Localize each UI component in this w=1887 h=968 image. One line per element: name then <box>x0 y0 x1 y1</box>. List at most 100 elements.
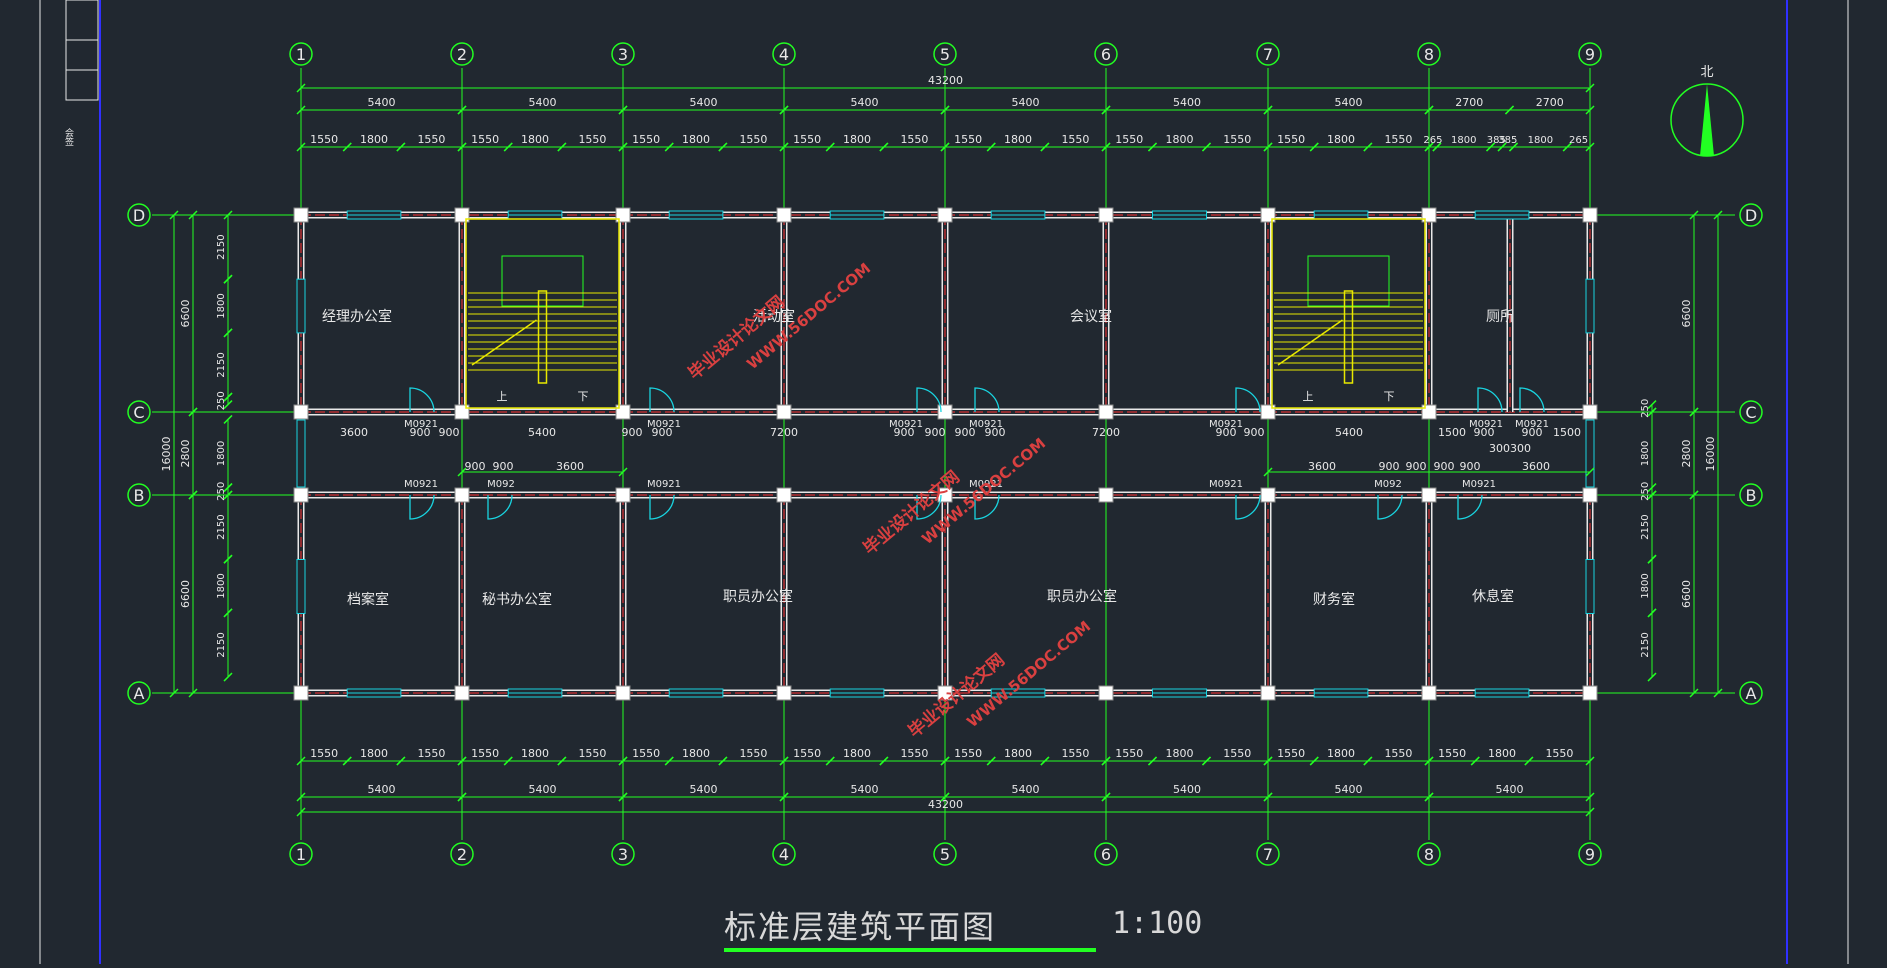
structural-column <box>937 207 953 223</box>
door-swing <box>487 494 513 520</box>
structural-column <box>1098 487 1114 503</box>
dim-bottom-opening-tick <box>396 756 406 766</box>
dim-top-opening-tick <box>940 142 950 152</box>
dim-bottom-opening-text: 1550 <box>417 747 445 760</box>
room-label: 休息室 <box>1472 588 1514 605</box>
dim-top-opening-text: 1550 <box>1277 133 1305 146</box>
dim-right-seg-text: 1800 <box>1640 441 1651 466</box>
dim-top-bay-text: 2700 <box>1455 96 1483 109</box>
dim-bottom-opening-tick <box>718 756 728 766</box>
dim-overall-bottom-tick <box>296 807 306 817</box>
grid-bubble-col <box>1094 842 1118 866</box>
dim-bottom-opening-text: 1550 <box>1277 747 1305 760</box>
door-tag: M0921 <box>969 479 1003 490</box>
titleblock-box <box>65 0 99 101</box>
dim-overall-top-text: 43200 <box>928 74 963 87</box>
dim-top-opening-tick <box>718 142 728 152</box>
corridor-dim: 900 <box>955 426 976 439</box>
dim-bottom-opening-text: 1800 <box>1488 747 1516 760</box>
dim-top-opening-text: 1550 <box>954 133 982 146</box>
dim-bottom-bay-tick <box>1585 792 1595 802</box>
door-swing <box>1235 494 1261 520</box>
grid-bubble-row <box>127 681 151 705</box>
dim-top-opening-tick <box>1263 142 1273 152</box>
dim-top-bay-tick <box>1101 105 1111 115</box>
north-label: 北 <box>1700 65 1713 80</box>
dim-top-bay-tick <box>940 105 950 115</box>
dim-left-row-text: 6600 <box>179 580 192 608</box>
grid-label-col: 6 <box>1101 45 1111 64</box>
dim-left-seg-tick <box>223 483 233 493</box>
dim-top-opening-text: 265 <box>1569 135 1588 146</box>
dim-bottom-opening-tick <box>503 756 513 766</box>
dim-right-seg-tick <box>1647 483 1657 493</box>
dim-top-bay-tick <box>296 105 306 115</box>
dim-top-opening-text: 1550 <box>1115 133 1143 146</box>
dim-bottom-opening-tick <box>1309 756 1319 766</box>
dim-bottom-opening-tick <box>879 756 889 766</box>
door-swing <box>649 494 675 520</box>
grid-label-col: 5 <box>940 45 950 64</box>
dim-bottom-opening-tick <box>825 756 835 766</box>
grid-label-col: 7 <box>1263 45 1273 64</box>
dim-bottom-bay-text: 5400 <box>1496 783 1524 796</box>
dim-left-row-tick <box>188 407 198 417</box>
dim-corridor-bottom-left-tick <box>618 467 628 477</box>
dim-top-opening-tick <box>1040 142 1050 152</box>
dim-top-opening-text: 1800 <box>1004 133 1032 146</box>
grid-bubble-col <box>450 842 474 866</box>
dim-top-opening-tick <box>664 142 674 152</box>
door-tag: M0921 <box>1515 419 1549 430</box>
grid-bubble-row <box>1739 400 1763 424</box>
room-label: 厕所 <box>1486 309 1514 325</box>
grid-bubble-col <box>1578 842 1602 866</box>
grid-label-row: C <box>133 403 144 422</box>
dim-top-opening-text: 1800 <box>843 133 871 146</box>
door-swing <box>409 494 435 520</box>
dim-overall-top-tick <box>1585 83 1595 93</box>
structural-column <box>1582 487 1598 503</box>
dim-top-bay-tick <box>1424 105 1434 115</box>
dim-bottom-opening-text: 1800 <box>1327 747 1355 760</box>
structural-column <box>454 404 470 420</box>
dim-left-row-tick <box>188 210 198 220</box>
corridor-dim: 900 <box>1244 426 1265 439</box>
structural-column <box>1582 207 1598 223</box>
dim-overall-top-tick <box>296 83 306 93</box>
structural-column <box>1098 404 1114 420</box>
dim-bottom-opening-tick <box>1040 756 1050 766</box>
dim-left-seg-text: 2150 <box>216 352 227 377</box>
grid-label-col: 1 <box>296 845 306 864</box>
door-swing <box>1477 387 1503 413</box>
dim-right-overall-text: 16000 <box>1704 437 1717 472</box>
dim-bottom-opening-tick <box>1201 756 1212 766</box>
dim-bottom-opening-text: 1800 <box>1004 747 1032 760</box>
grid-label-row: D <box>1745 206 1757 225</box>
dim-bottom-bay-text: 5400 <box>851 783 879 796</box>
stair-right-handrail <box>1343 290 1354 384</box>
dim-right-seg-text: 250 <box>1640 482 1651 501</box>
dim-left-seg-text: 1800 <box>216 573 227 598</box>
dim-corridor-bottom-right-tick <box>1585 467 1595 477</box>
dim-right-seg-text: 250 <box>1640 399 1651 418</box>
dim-bottom-bay-tick <box>779 792 789 802</box>
dim-top-opening-tick <box>1497 142 1507 152</box>
dim-bottom-opening-text: 1550 <box>471 747 499 760</box>
room-label: 经理办公室 <box>322 308 392 325</box>
dim-top-opening-tick <box>1585 142 1595 152</box>
dim-left-seg-tick <box>223 210 233 220</box>
structural-column <box>293 487 309 503</box>
dim-right-row-tick <box>1689 490 1699 500</box>
dim-bottom-opening-text: 1800 <box>1166 747 1194 760</box>
corridor-dim: 900 <box>1522 426 1543 439</box>
dim-left-seg-text: 1800 <box>216 441 227 466</box>
grid-label-col: 2 <box>457 45 467 64</box>
corridor-dim: 900 <box>622 426 643 439</box>
grid-bubble-row <box>1739 203 1763 227</box>
structural-column <box>1421 685 1437 701</box>
dim-top-bay-tick <box>1585 105 1595 115</box>
grid-label-col: 5 <box>940 845 950 864</box>
dim-right-seg-tick <box>1647 490 1657 500</box>
dim-top-opening-tick <box>1201 142 1212 152</box>
door-tag: M0921 <box>404 419 438 430</box>
